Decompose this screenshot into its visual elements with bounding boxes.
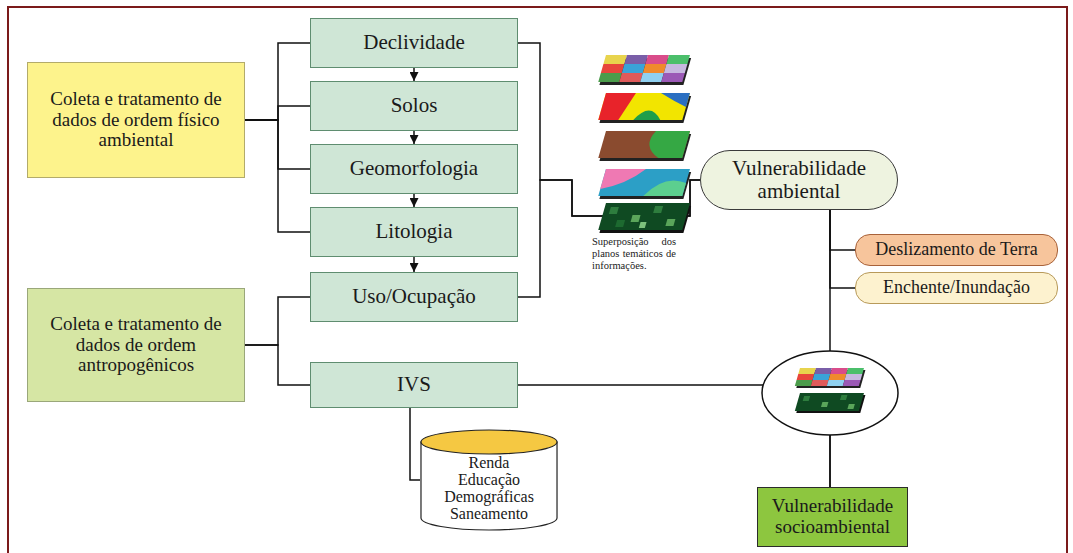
theme-box: Uso/Ocupação [310,272,518,322]
connector [245,120,310,232]
layer-geomorphology [597,131,692,161]
node-text: Vulnerabilidade ambiental [715,157,883,203]
node-text: Vulnerabilidade socioambiental [766,496,899,538]
node-text: Litologia [376,220,453,243]
frame-line [8,7,1067,553]
layer-land-use [597,203,692,233]
node-text: Demográficas [444,489,534,506]
hazard-pill: Deslizamento de Terra [855,234,1058,266]
theme-box: Litologia [310,207,518,257]
overlay-land-use [794,393,866,413]
connector [245,297,310,345]
overlay-caption: Superposição dos planos temáticos de inf… [592,236,676,272]
source-box: Coleta e tratamento de dados de ordem an… [27,288,245,402]
layer-lithology [597,169,692,199]
cylinder-body [421,442,557,530]
result-box: Vulnerabilidade socioambiental [757,487,908,547]
connector [410,408,420,480]
hazard-pill: Enchente/Inundação [855,272,1058,304]
node-text: Coleta e tratamento de dados de ordem fí… [49,89,223,152]
connector [413,257,415,272]
index-box: IVS [310,362,518,408]
node-text: Enchente/Inundação [883,278,1030,298]
node-text: Saneamento [450,506,528,523]
layer-soils [597,93,692,123]
connector [518,43,700,216]
connector [413,68,415,81]
connector [413,194,415,207]
node-text: Educação [458,472,520,489]
connector [245,345,310,385]
node-text: Coleta e tratamento de dados de ordem an… [49,314,223,377]
connector [245,106,310,120]
theme-box: Geomorfologia [310,144,518,194]
connector [830,210,855,288]
theme-box: Declividade [310,18,518,68]
node-text: Renda [469,455,510,472]
node-text: Solos [391,94,438,117]
overlay-mosaic [794,368,866,388]
overlay-ellipse [762,351,898,435]
connector [830,210,855,250]
connector [245,43,310,120]
connector [413,131,415,144]
theme-box: Solos [310,81,518,131]
source-box: Coleta e tratamento de dados de ordem fí… [27,62,245,178]
node-text: Deslizamento de Terra [875,240,1037,260]
result-box: Vulnerabilidade ambiental [700,150,898,210]
node-text: IVS [397,373,431,396]
database-cylinder: RendaEducaçãoDemográficasSaneamento [420,428,558,532]
node-text: Geomorfologia [350,157,478,180]
cylinder-cap [421,430,557,454]
node-text: Uso/Ocupação [352,285,476,308]
layer-mosaic [597,55,692,85]
node-text: Declividade [363,31,464,54]
